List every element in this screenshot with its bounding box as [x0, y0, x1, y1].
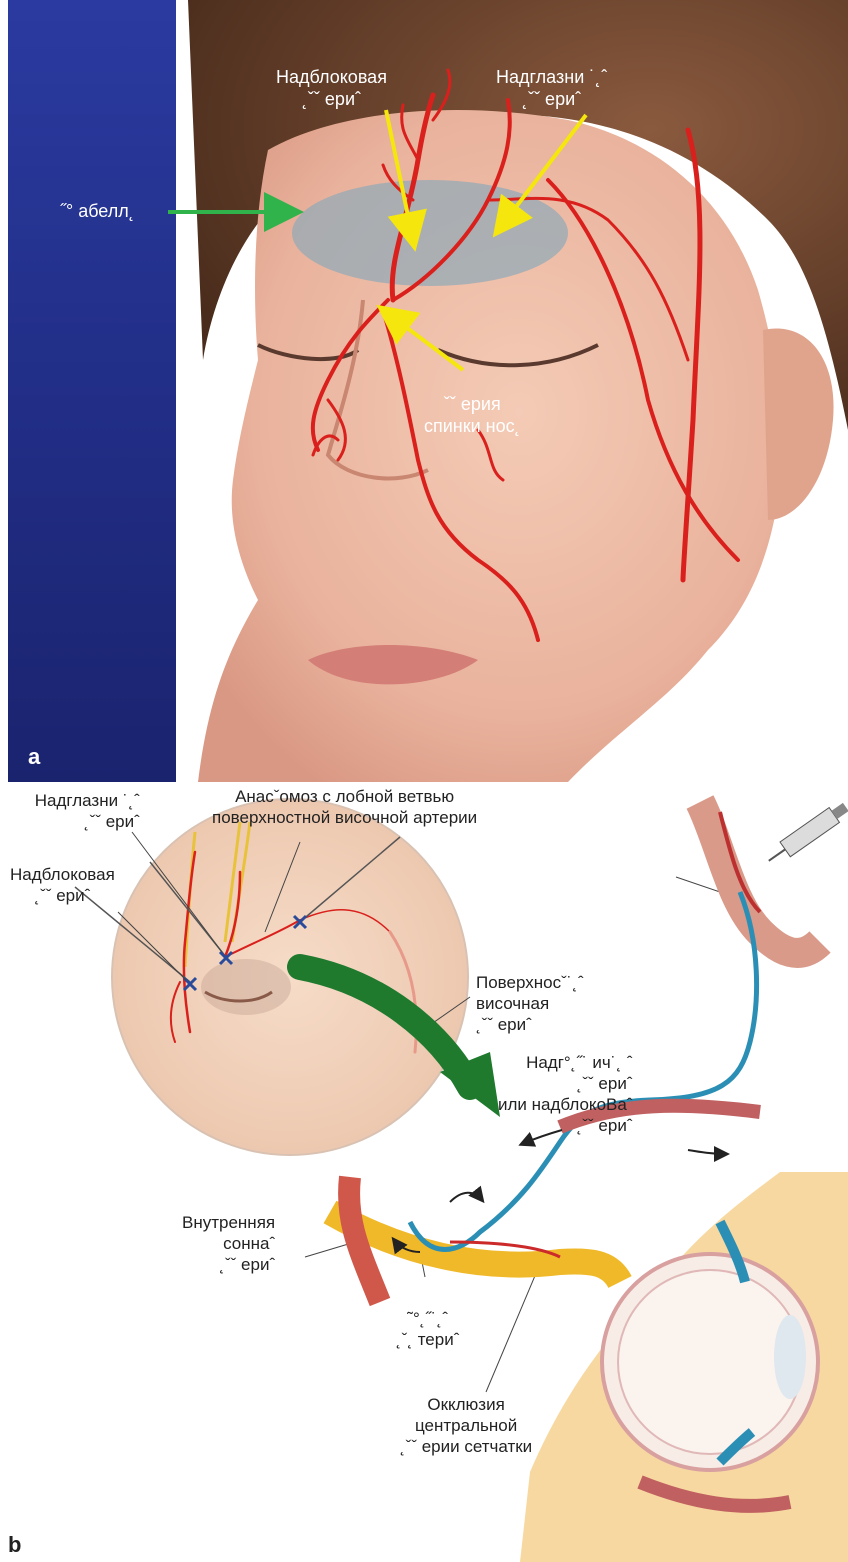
label-b-ophthalmic-artery: ˜°˛˝˙˛ˆ ˛ˇ˛ териˆ	[396, 1308, 459, 1350]
label-supraorbital-artery: Надглазни ˙˛ˆ ˛ˇˇ ериˆ	[496, 66, 607, 110]
label-glabella: ˝° абелл˛	[60, 200, 135, 222]
label-b-anastomosis: Анасˇомоз с лобной ветвью поверхностной …	[212, 786, 477, 828]
panel-a-face-illustration: Надблоковая ˛ˇˇ ериˆ Надглазни ˙˛ˆ ˛ˇˇ е…	[8, 0, 848, 782]
syringe	[764, 800, 848, 869]
panel-b-letter: b	[8, 1532, 21, 1558]
label-b-supraorbital-artery: Надглазни ˙˛ˆ ˛ˇˇ ериˆ	[30, 790, 140, 832]
label-supratrochlear-artery: Надблоковая ˛ˇˇ ериˆ	[276, 66, 387, 110]
label-b-internal-carotid-artery: Внутренняя соннаˆ ˛ˇˇ ериˆ	[182, 1212, 275, 1275]
label-b-supratrochlear-artery: Надблоковая ˛ˇˇ ериˆ	[10, 864, 115, 906]
label-b-superficial-temporal-artery: Поверхносˇ˙˛ˆ височная ˛ˇˇ ериˆ	[476, 972, 584, 1035]
zoom-circle	[112, 799, 468, 1155]
panel-a-letter: a	[28, 744, 40, 770]
blue-backdrop	[8, 0, 176, 782]
eye-shadow	[201, 959, 291, 1015]
label-b-supraorbital-or-supratrochlear: Надг°˛˝˙ ич˙˛ ˆ ˛ˇˇ ериˆ или надблокоВаˆ…	[498, 1052, 632, 1136]
forehead-section	[700, 802, 820, 953]
label-b-central-retinal-artery-occlusion: Окклюзия центральной ˛ˇˇ ерии сетчатки	[400, 1394, 532, 1457]
panel-b-orbit-illustration: Надглазни ˙˛ˆ ˛ˇˇ ериˆ Анасˇомоз с лобно…	[0, 782, 848, 1562]
lens	[774, 1315, 806, 1399]
label-dorsal-nasal-artery: ˇˇ ерия спинки нос˛	[424, 393, 521, 437]
face-artery-illustration	[8, 0, 848, 782]
